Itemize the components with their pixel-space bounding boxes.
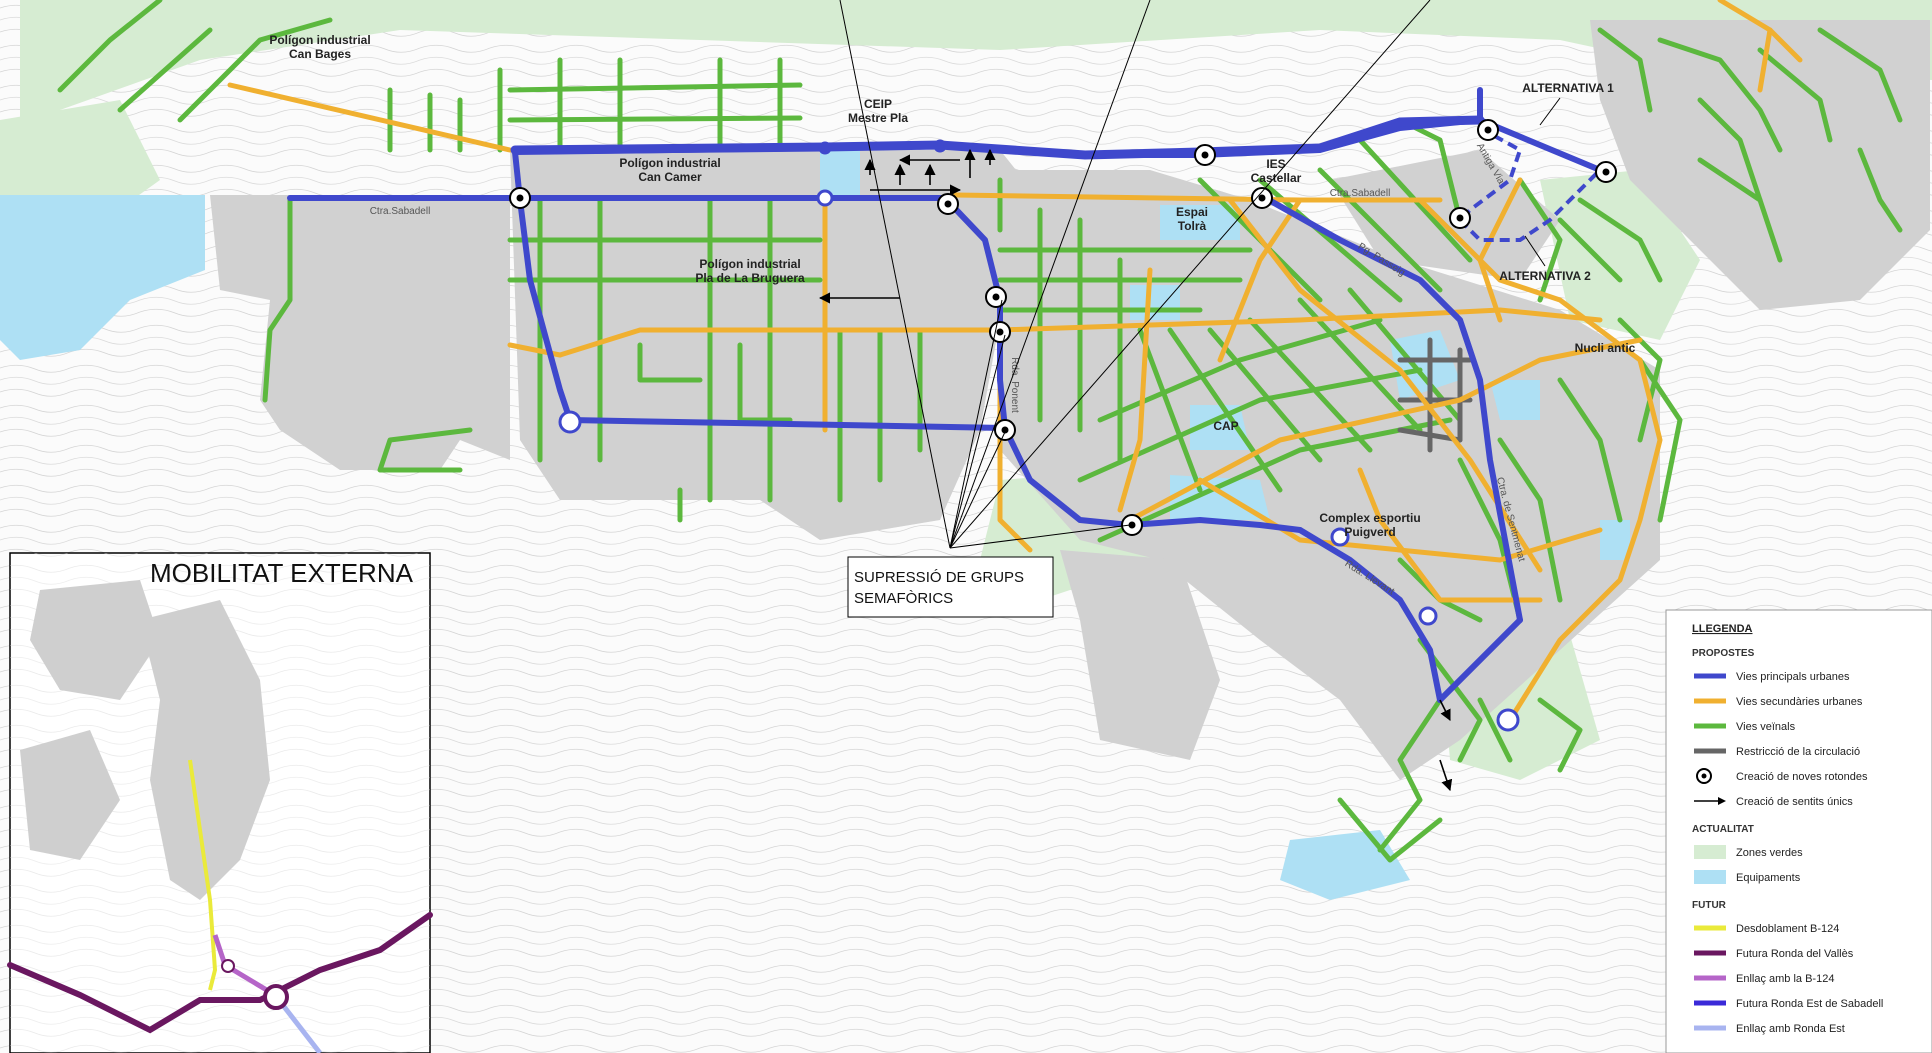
place-labels: Polígon industrial Can Bages Polígon ind… (269, 33, 1635, 539)
legend-item: Futura Ronda Est de Sabadell (1694, 998, 1883, 1010)
callout-line-1: SUPRESSIÓ DE GRUPS (854, 569, 1024, 586)
label-complex-l2: Puigverd (1344, 525, 1395, 539)
roundabout-marker (1251, 187, 1273, 209)
legend-item-label: Enllaç amb Ronda Est (1736, 1023, 1845, 1035)
legend-swatch (1694, 870, 1726, 884)
legend-item-label: Enllaç amb la B-124 (1736, 973, 1834, 985)
legend-item: Zones verdes (1694, 845, 1803, 859)
legend-arrow-icon (1718, 797, 1726, 805)
legend-item-label: Futura Ronda Est de Sabadell (1736, 998, 1883, 1010)
legend-item-label: Equipaments (1736, 872, 1801, 884)
roundabout-marker (937, 193, 959, 215)
legend-item-label: Desdoblament B-124 (1736, 923, 1839, 935)
legend-item: Creació de noves rotondes (1696, 768, 1868, 784)
inset-ronda-valles (7, 912, 433, 1034)
legend-section-title: FUTUR (1692, 900, 1727, 911)
inset-map: MOBILITAT EXTERNA (7, 552, 433, 1053)
legend-item: Desdoblament B-124 (1694, 923, 1839, 935)
alternative-2-route (1458, 168, 1602, 242)
legend: LLEGENDA PROPOSTES Vies principals urbane… (1665, 609, 1932, 1053)
one-way-arrows (818, 148, 1453, 792)
legend-item-label: Futura Ronda del Vallès (1736, 948, 1854, 960)
legend-item: Enllaç amb la B-124 (1694, 973, 1834, 985)
legend-roundabout-dot (1701, 773, 1707, 779)
label-can-bages-l1: Polígon industrial (269, 33, 370, 47)
inset-title: MOBILITAT EXTERNA (150, 558, 414, 588)
label-nucli-antic: Nucli antic (1575, 341, 1636, 355)
legend-section-title: PROPOSTES (1692, 648, 1755, 659)
label-espai-tolra-l2: Tolrà (1178, 219, 1207, 233)
legend-title: LLEGENDA (1692, 623, 1753, 635)
roundabout-marker (509, 187, 531, 209)
callout-leaders (839, 0, 1431, 549)
new-roundabouts (509, 119, 1617, 536)
label-pla-bruguera-l2: Pla de La Bruguera (695, 271, 805, 285)
legend-item-label: Restricció de la circulació (1736, 746, 1860, 758)
roundabout-marker (994, 419, 1016, 441)
legend-item: Vies secundàries urbanes (1694, 696, 1863, 708)
callout-box: SUPRESSIÓ DE GRUPS SEMAFÒRICS (847, 556, 1054, 618)
legend-item-label: Creació de sentits únics (1736, 796, 1853, 808)
legend-item: Restricció de la circulació (1694, 746, 1860, 758)
roundabout-marker (989, 321, 1011, 343)
label-ies-l1: IES (1266, 157, 1285, 171)
legend-section-title: ACTUALITAT (1692, 824, 1754, 835)
legend-item-label: Vies veïnals (1736, 721, 1796, 733)
legend-item-label: Vies principals urbanes (1736, 671, 1850, 683)
roundabout-marker (985, 286, 1007, 308)
legend-item: Enllaç amb Ronda Est (1694, 1023, 1845, 1035)
existing-roundabouts (558, 139, 1520, 732)
legend-item: Creació de sentits únics (1694, 796, 1853, 808)
label-alternativa-2: ALTERNATIVA 2 (1499, 269, 1591, 283)
label-pla-bruguera-l1: Polígon industrial (699, 257, 800, 271)
label-complex-l1: Complex esportiu (1319, 511, 1420, 525)
callout-line-2: SEMAFÒRICS (854, 590, 953, 607)
legend-item: Futura Ronda del Vallès (1694, 948, 1854, 960)
legend-swatch (1694, 845, 1726, 859)
legend-item-label: Vies secundàries urbanes (1736, 696, 1863, 708)
roundabout-marker (1477, 119, 1499, 141)
legend-item: Equipaments (1694, 870, 1801, 884)
legend-item: Vies veïnals (1694, 721, 1796, 733)
roundabout-marker (1121, 514, 1143, 536)
label-espai-tolra-l1: Espai (1176, 205, 1208, 219)
street-ctra-sabadell-west: Ctra.Sabadell (370, 206, 431, 217)
roundabout-marker (1449, 207, 1471, 229)
label-alternativa-1: ALTERNATIVA 1 (1522, 81, 1614, 95)
urban-blocks (210, 20, 1930, 780)
street-ctra-sabadell-east: Ctra.Sabadell (1330, 188, 1391, 199)
roundabout-marker (1595, 161, 1617, 183)
label-ies-l2: Castellar (1251, 171, 1302, 185)
label-can-camer-l1: Polígon industrial (619, 156, 720, 170)
inset-b124 (188, 759, 218, 991)
label-ceip-l2: Mestre Pla (848, 111, 908, 125)
label-can-camer-l2: Can Camer (638, 170, 702, 184)
alt1-leader (1539, 97, 1561, 126)
legend-item: Vies principals urbanes (1694, 671, 1850, 683)
alt2-leader (1524, 235, 1546, 267)
label-ceip-l1: CEIP (864, 97, 892, 111)
label-can-bages-l2: Can Bages (289, 47, 351, 61)
main-road-north (510, 115, 1485, 160)
legend-item-label: Creació de noves rotondes (1736, 771, 1868, 783)
legend-item-label: Zones verdes (1736, 847, 1803, 859)
street-ronda-ponent: Rda. Ponent (1009, 357, 1020, 413)
label-cap: CAP (1213, 419, 1238, 433)
secondary-roads (227, 0, 1803, 723)
roundabout-marker (1194, 144, 1216, 166)
